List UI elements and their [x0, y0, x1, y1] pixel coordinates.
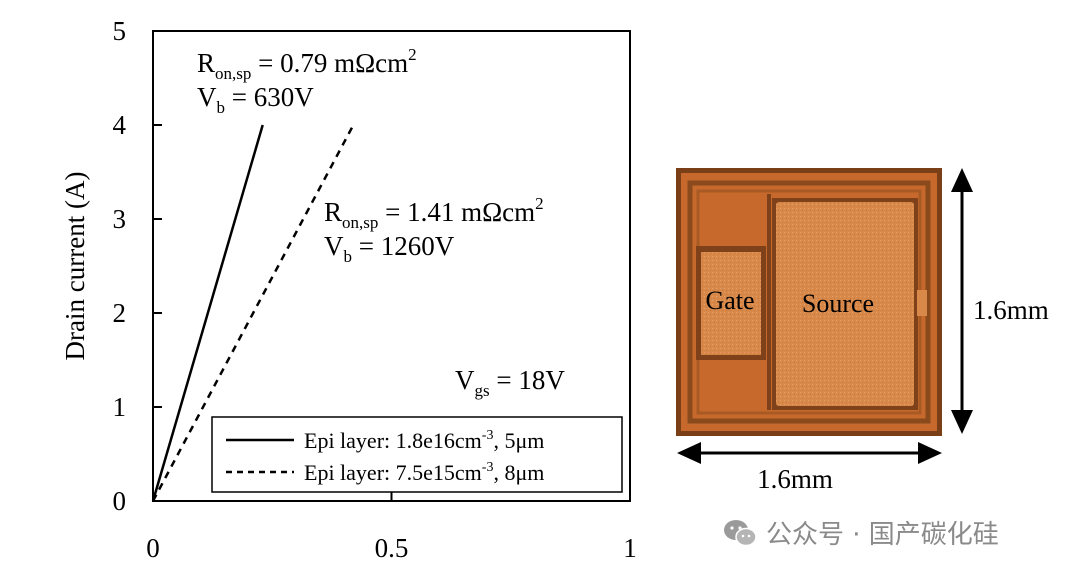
- chip-photo: Gate Source 1.6mm 1.6mm: [676, 168, 1049, 494]
- width-arrow-left-icon: [677, 442, 701, 464]
- chip-guard-ring: [687, 180, 931, 424]
- annotation-ron-2: Ron,sp = 1.41 mΩcm2: [324, 194, 544, 232]
- height-arrow-top-icon: [951, 168, 973, 192]
- gate-pad: [701, 252, 761, 355]
- width-label: 1.6mm: [757, 464, 833, 494]
- gate-label: Gate: [705, 286, 754, 315]
- legend: Epi layer: 1.8e16cm-3, 5μm Epi layer: 7.…: [211, 416, 623, 493]
- series-line-1: [151, 124, 264, 502]
- y-tick-label: 1: [113, 392, 127, 422]
- series-lines: [151, 124, 355, 502]
- x-tick-label: 0: [146, 533, 160, 563]
- y-tick-label: 4: [113, 110, 127, 140]
- iv-chart: Drain current (A) 0 1 2 3 4 5 0 0.5 1 Ron,sp = 0…: [60, 16, 637, 563]
- source-tab: [917, 290, 927, 316]
- axis-ticks: 0 1 2 3 4 5 0 0.5 1: [113, 16, 637, 563]
- y-axis-label: Drain current (A): [60, 172, 90, 361]
- annotation-ron-1: Ron,sp = 0.79 mΩcm2: [197, 45, 417, 83]
- y-tick-label: 2: [113, 298, 127, 328]
- watermark-text: 公众号 · 国产碳化硅: [766, 520, 999, 550]
- legend-box: [211, 416, 623, 493]
- y-tick-label: 0: [113, 486, 127, 516]
- series-line-2: [151, 124, 355, 502]
- y-tick-label: 5: [113, 16, 127, 46]
- source-label: Source: [802, 289, 874, 318]
- wechat-icon: [724, 519, 757, 546]
- width-arrow-right-icon: [918, 442, 942, 464]
- watermark: 公众号 · 国产碳化硅: [722, 514, 999, 551]
- source-pad: [776, 202, 914, 406]
- annotation-vgs: Vgs = 18V: [455, 365, 565, 400]
- annotation-vb-1: Vb = 630V: [197, 82, 314, 117]
- y-tick-label: 3: [113, 204, 127, 234]
- x-tick-label: 0.5: [375, 533, 409, 563]
- legend-entry-1: Epi layer: 1.8e16cm-3, 5μm: [304, 428, 544, 453]
- gate-bus: [767, 194, 771, 410]
- legend-entry-2: Epi layer: 7.5e15cm-3, 8μm: [304, 460, 544, 485]
- annotation-vb-2: Vb = 1260V: [324, 231, 455, 266]
- height-label: 1.6mm: [973, 295, 1049, 325]
- height-arrow-bottom-icon: [951, 410, 973, 434]
- x-tick-label: 1: [623, 533, 637, 563]
